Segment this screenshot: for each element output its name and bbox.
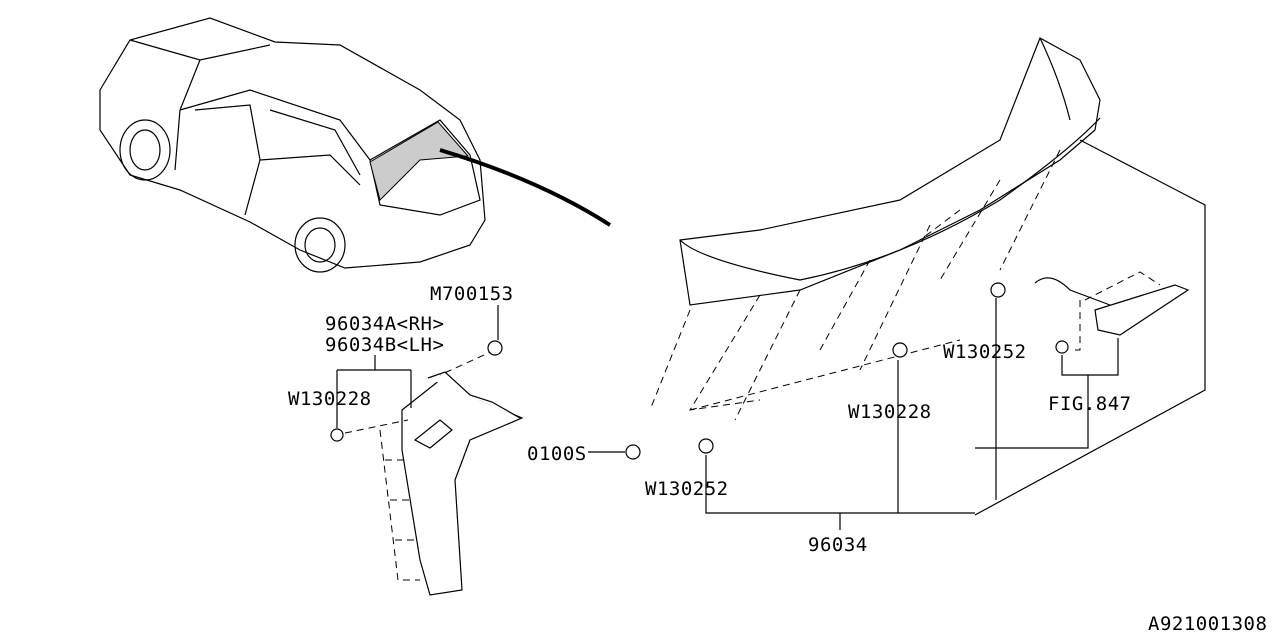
nut-icon <box>1055 340 1069 354</box>
screw-icon <box>625 444 641 460</box>
vehicle-illustration <box>99 17 612 273</box>
label-bolt-m700153[interactable]: M700153 <box>430 283 514 305</box>
clip-icon <box>990 282 1006 298</box>
side-bracket-96034 <box>344 349 524 596</box>
label-screw-0100s[interactable]: 0100S <box>527 443 587 465</box>
label-clip-w130252-right[interactable]: W130252 <box>943 341 1027 363</box>
label-clip-w130228-left[interactable]: W130228 <box>288 388 372 410</box>
label-clip-w130228-center[interactable]: W130228 <box>848 401 932 423</box>
label-bracket-lh[interactable]: 96034B<LH> <box>325 334 444 356</box>
label-fig-847[interactable]: FIG.847 <box>1048 393 1132 415</box>
label-spoiler-96034[interactable]: 96034 <box>808 534 868 556</box>
leader-lines <box>336 298 1119 530</box>
clip-icon <box>892 342 908 358</box>
fasteners <box>330 282 1069 460</box>
drawing-id: A921001308 <box>1148 613 1267 635</box>
label-clip-w130252-bottom[interactable]: W130252 <box>645 478 729 500</box>
clip-icon <box>330 428 344 442</box>
clip-icon <box>698 438 714 454</box>
bolt-icon <box>487 340 503 356</box>
label-bracket-rh[interactable]: 96034A<RH> <box>325 313 444 335</box>
stop-lamp <box>1034 271 1190 351</box>
rear-spoiler-96034 <box>649 37 1206 516</box>
